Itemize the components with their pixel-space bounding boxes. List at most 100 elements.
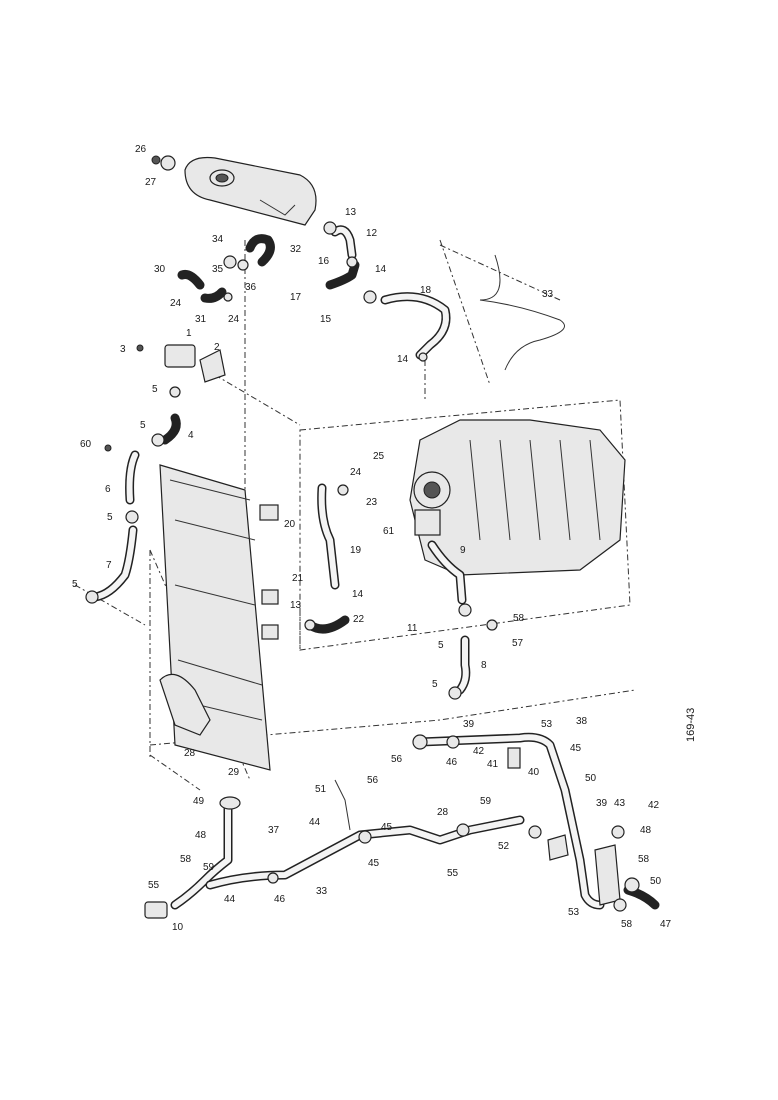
part-label: 48: [195, 830, 207, 841]
part-label: 53: [568, 907, 580, 918]
part-label: 38: [576, 716, 588, 727]
part-label: 53: [541, 719, 553, 730]
part-label: 39: [596, 798, 608, 809]
part-label: 5: [107, 512, 113, 523]
part-label: 14: [352, 589, 364, 600]
part-label: 44: [309, 817, 321, 828]
hose-18-and-wire: [380, 254, 565, 371]
part-label: 11: [407, 623, 418, 634]
part-label: 50: [585, 773, 597, 784]
part-label: 55: [447, 868, 459, 879]
part-label: 25: [373, 451, 385, 462]
part-label: 15: [320, 314, 332, 325]
part-label: 22: [353, 614, 365, 625]
part-label: 52: [498, 841, 510, 852]
part-label: 1: [186, 328, 192, 339]
left-radiator-hoses: [85, 444, 140, 604]
expansion-tank: [151, 155, 317, 226]
part-label: 44: [224, 894, 236, 905]
part-labels: 26 27 13 12 34 35 32 36 30 24 31 24 16 1…: [72, 144, 672, 933]
part-label: 31: [195, 314, 207, 325]
part-label: 49: [193, 796, 205, 807]
part-label: 3: [120, 344, 126, 355]
right-side-pipes: [412, 732, 660, 912]
part-label: 28: [184, 748, 196, 759]
part-label: 4: [188, 430, 194, 441]
part-label: 24: [228, 314, 240, 325]
part-label: 13: [290, 600, 302, 611]
part-label: 14: [397, 354, 409, 365]
part-label: 58: [621, 919, 633, 930]
part-label: 40: [528, 767, 540, 778]
part-label: 24: [170, 298, 182, 309]
part-label: 58: [513, 613, 525, 624]
part-label: 28: [437, 807, 449, 818]
part-label: 9: [460, 545, 466, 556]
part-label: 5: [140, 420, 146, 431]
part-label: 5: [152, 384, 158, 395]
part-label: 8: [481, 660, 487, 671]
part-label: 41: [487, 759, 499, 770]
radiator: [159, 464, 279, 771]
part-label: 59: [480, 796, 492, 807]
part-label: 55: [148, 880, 160, 891]
part-label: 33: [316, 886, 328, 897]
part-label: 20: [284, 519, 296, 530]
part-label: 57: [512, 638, 524, 649]
part-label: 48: [640, 825, 652, 836]
part-label: 42: [473, 746, 485, 757]
part-label: 21: [292, 573, 304, 584]
part-label: 46: [274, 894, 286, 905]
part-label: 43: [614, 798, 626, 809]
part-label: 45: [368, 858, 380, 869]
part-label: 60: [80, 439, 92, 450]
part-label: 29: [228, 767, 240, 778]
assembly-frame-lines: [74, 239, 636, 791]
part-label: 58: [180, 854, 192, 865]
part-label: 5: [432, 679, 438, 690]
part-label: 16: [318, 256, 330, 267]
part-label: 33: [542, 289, 554, 300]
part-label: 45: [381, 822, 393, 833]
part-label: 35: [212, 264, 224, 275]
part-label: 50: [650, 876, 662, 887]
part-label: 39: [463, 719, 475, 730]
part-label: 47: [660, 919, 672, 930]
part-label: 42: [648, 800, 660, 811]
part-label: 2: [214, 342, 220, 353]
lower-return-pipes: [144, 779, 542, 919]
part-label: 5: [438, 640, 444, 651]
thermostat-housing: [136, 344, 226, 447]
part-label: 26: [135, 144, 147, 155]
part-label: 56: [367, 775, 379, 786]
part-label: 30: [154, 264, 166, 275]
part-label: 37: [268, 825, 280, 836]
part-label: 56: [391, 754, 403, 765]
part-label: 45: [570, 743, 582, 754]
part-label: 14: [375, 264, 387, 275]
part-label: 7: [106, 560, 112, 571]
reference-code: 169-43: [685, 708, 697, 742]
part-label: 6: [105, 484, 111, 495]
upper-hoses: [177, 221, 377, 304]
part-label: 10: [172, 922, 184, 933]
part-label: 58: [638, 854, 650, 865]
part-label: 19: [350, 545, 362, 556]
part-label: 18: [420, 285, 432, 296]
part-label: 61: [383, 526, 395, 537]
part-label: 5: [72, 579, 78, 590]
part-label: 36: [245, 282, 257, 293]
part-label: 46: [446, 757, 458, 768]
part-label: 17: [290, 292, 302, 303]
engine-hoses: [304, 483, 498, 700]
part-label: 59: [203, 862, 215, 873]
part-label: 51: [315, 784, 327, 795]
engine-block: [409, 419, 626, 576]
part-label: 24: [350, 467, 362, 478]
part-label: 23: [366, 497, 378, 508]
part-label: 12: [366, 228, 378, 239]
part-label: 32: [290, 244, 302, 255]
part-label: 34: [212, 234, 224, 245]
